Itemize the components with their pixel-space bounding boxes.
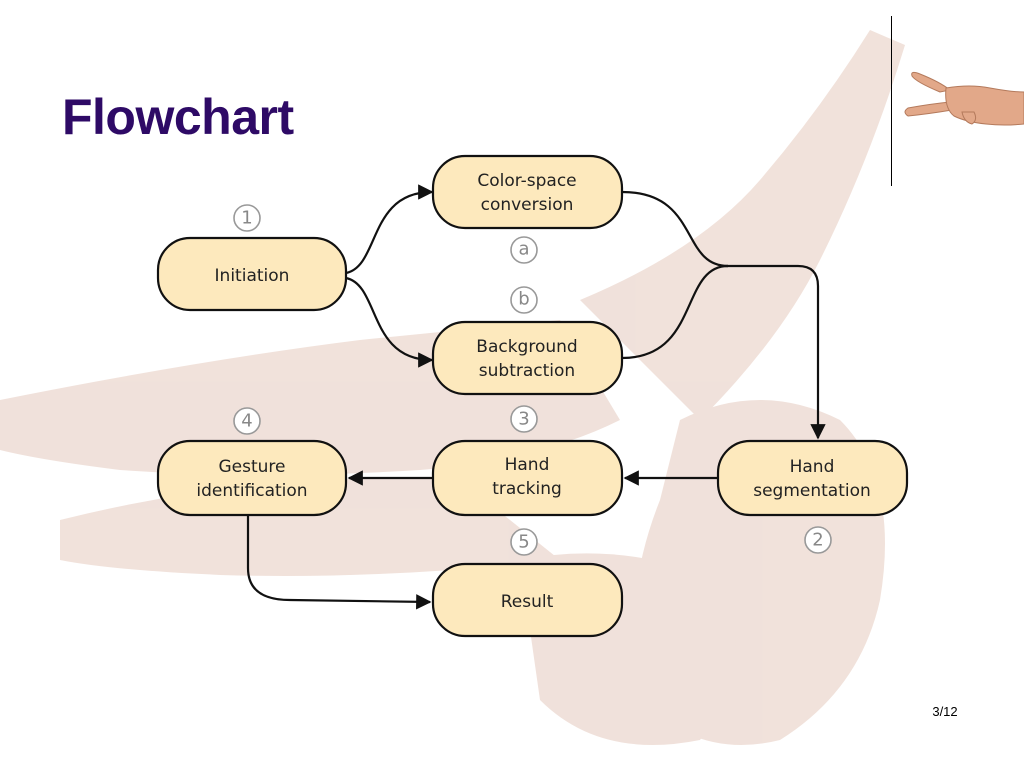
node-label-line1: Hand [505,455,550,475]
node-label: Initiation [215,266,290,286]
node-color-space-conversion: Color-space conversion [431,154,624,230]
connectors [246,184,826,610]
node-label-line1: Color-space [477,171,576,191]
edge-merge-to-segmentation [720,264,826,440]
edge-initiation-to-background [345,276,434,368]
node-label: Result [501,592,554,612]
badge-step-b: b [510,286,538,314]
node-hand-segmentation: Hand segmentation [716,439,909,517]
node-background-subtraction: Background subtraction [431,320,624,396]
edge-gesture-to-result [246,515,432,610]
node-label-line2: identification [196,481,307,501]
slide-title: Flowchart [62,89,294,145]
badge-step-3: 3 [510,405,538,433]
node-label-line2: segmentation [753,481,871,501]
node-label-line2: tracking [492,479,562,499]
node-label-line2: subtraction [479,361,575,381]
badge-step-a: a [510,236,538,264]
svg-text:2: 2 [812,530,823,551]
peace-sign-hand-icon [904,71,1024,126]
node-label-line2: conversion [481,195,574,215]
node-initiation: Initiation [156,236,348,312]
svg-text:3: 3 [518,409,529,430]
badge-step-5: 5 [510,528,538,556]
svg-text:1: 1 [241,208,252,229]
edge-colorspace-to-merge [621,190,729,268]
node-label-line1: Hand [790,457,835,477]
svg-text:b: b [518,289,529,310]
badge-step-4: 4 [233,407,261,435]
edge-initiation-to-colorspace [345,184,434,275]
node-hand-tracking: Hand tracking [431,439,624,517]
node-result: Result [431,562,624,638]
header-divider [891,16,892,186]
page-number: 3/12 [932,704,958,719]
svg-text:5: 5 [518,532,529,553]
badge-step-1: 1 [233,204,261,232]
edge-background-to-merge [621,264,729,360]
svg-text:a: a [518,239,529,260]
node-label-line1: Background [476,337,577,357]
svg-text:4: 4 [241,411,252,432]
node-label-line1: Gesture [218,457,285,477]
badge-step-2: 2 [804,526,832,554]
node-gesture-identification: Gesture identification [156,439,348,517]
